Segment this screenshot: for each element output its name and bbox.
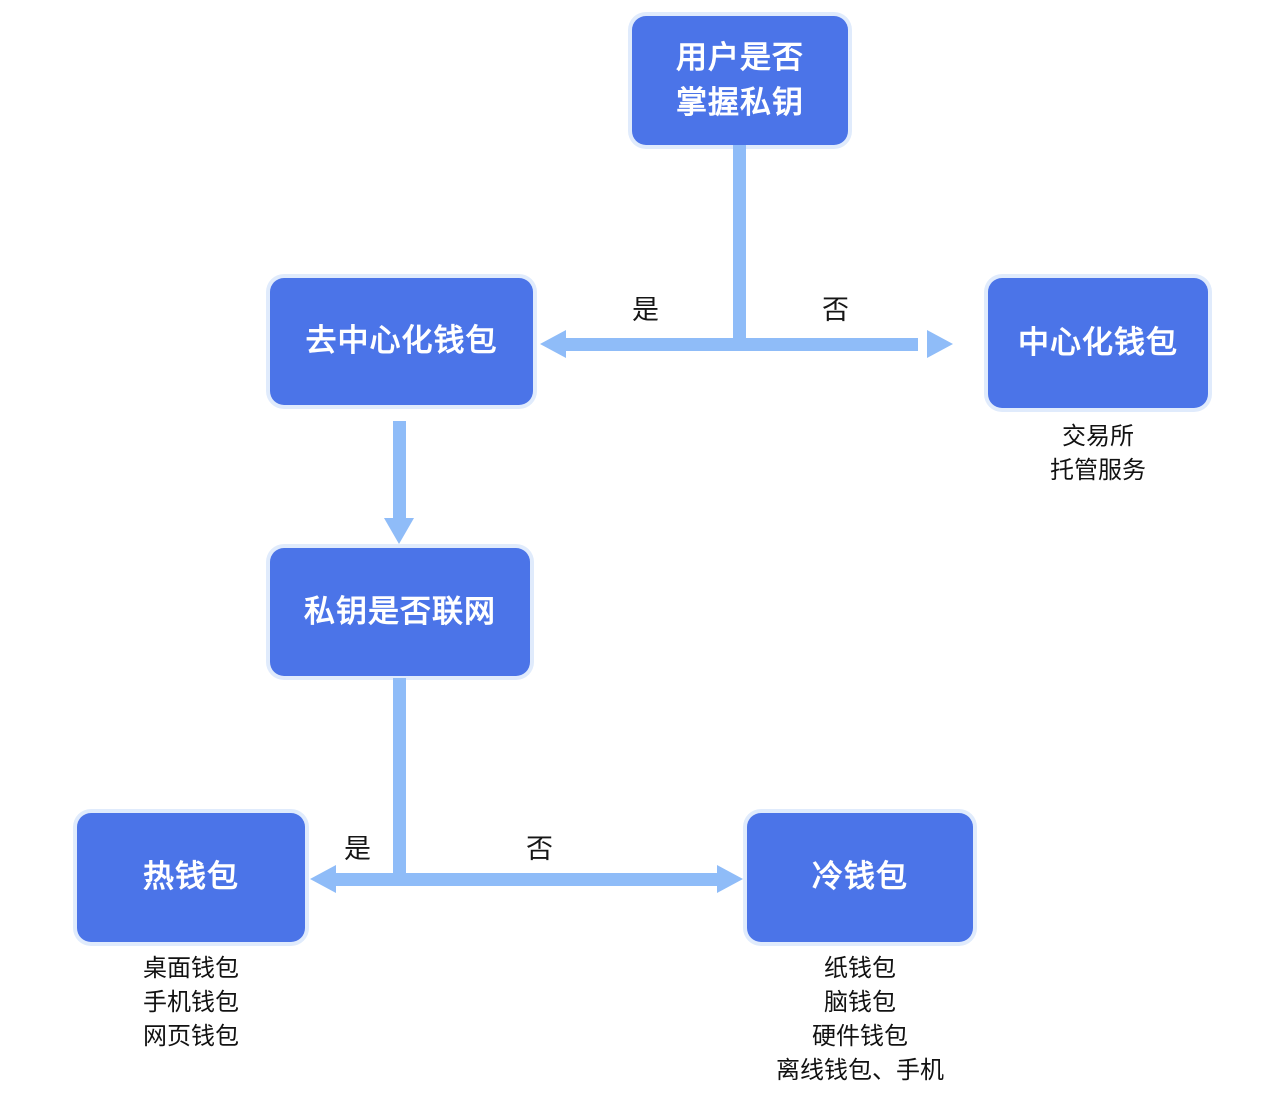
arrow-to-decentralized-icon — [540, 330, 566, 358]
annotation-line: 离线钱包、手机 — [776, 1057, 944, 1084]
node-decentralized-wallet: 去中心化钱包 — [270, 278, 533, 405]
edge-decentralized-to-keyonline-line — [393, 421, 406, 520]
node-centralized-wallet-label: 中心化钱包 — [1018, 324, 1178, 360]
annotation-line: 桌面钱包 — [143, 955, 239, 982]
node-decentralized-wallet-label: 去中心化钱包 — [305, 323, 498, 359]
node-private-key-online-label: 私钥是否联网 — [304, 593, 496, 629]
annotation-line: 手机钱包 — [143, 989, 239, 1016]
arrow-to-hot-wallet-icon — [310, 865, 336, 893]
node-cold-wallet: 冷钱包 — [747, 813, 973, 942]
annotation-line: 纸钱包 — [824, 955, 896, 982]
edge-keyonline-branch-line — [332, 873, 721, 886]
node-user-has-private-key: 用户是否 掌握私钥 — [632, 16, 848, 145]
edge-root-branch-line — [562, 338, 918, 351]
edge-label-root-yes: 是 — [632, 295, 659, 325]
edge-root-stem-line — [733, 145, 746, 344]
arrow-to-private-key-online-icon — [384, 518, 414, 544]
annotation-hot-wallet: 桌面钱包 手机钱包 网页钱包 — [77, 952, 305, 1054]
node-hot-wallet: 热钱包 — [77, 813, 305, 942]
edge-keyonline-stem-line — [393, 678, 406, 873]
node-centralized-wallet: 中心化钱包 — [988, 278, 1208, 408]
node-cold-wallet-label: 冷钱包 — [812, 859, 908, 895]
annotation-centralized-wallet: 交易所 托管服务 — [988, 420, 1208, 488]
node-user-has-private-key-label: 用户是否 掌握私钥 — [676, 39, 804, 120]
arrow-to-centralized-icon — [927, 330, 953, 358]
annotation-line: 托管服务 — [1050, 457, 1146, 484]
annotation-line: 网页钱包 — [143, 1023, 239, 1050]
arrow-to-cold-wallet-icon — [717, 865, 743, 893]
node-hot-wallet-label: 热钱包 — [143, 859, 239, 895]
annotation-line: 硬件钱包 — [812, 1023, 908, 1050]
node-private-key-online: 私钥是否联网 — [270, 548, 530, 676]
annotation-cold-wallet: 纸钱包 脑钱包 硬件钱包 离线钱包、手机 — [710, 952, 1010, 1088]
edge-label-online-yes: 是 — [344, 834, 371, 864]
edge-label-root-no: 否 — [822, 295, 849, 325]
annotation-line: 脑钱包 — [824, 989, 896, 1016]
annotation-line: 交易所 — [1062, 423, 1134, 450]
edge-label-online-no: 否 — [526, 834, 553, 864]
